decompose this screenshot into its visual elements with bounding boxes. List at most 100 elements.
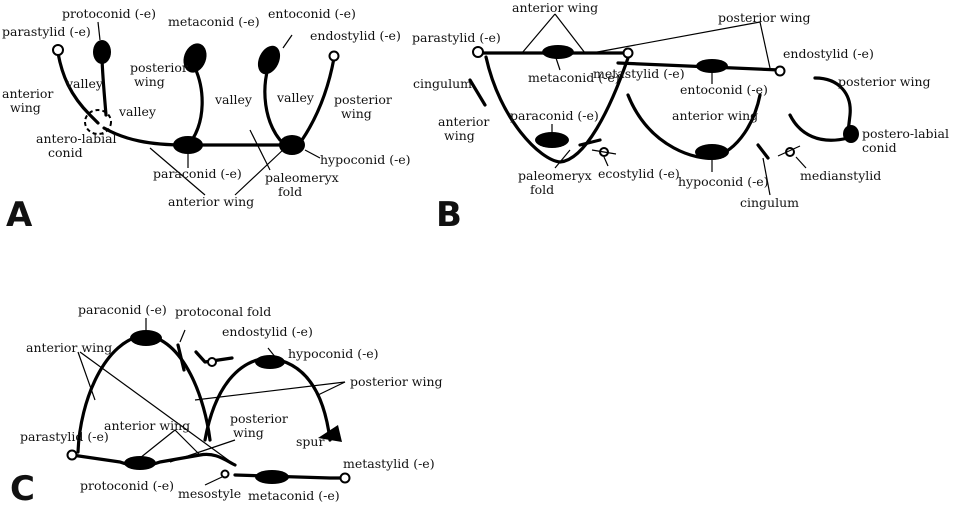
c-hypoconid-cusp	[255, 355, 285, 369]
b-parastylid-marker	[472, 46, 484, 58]
c-endostylid-marker	[207, 357, 217, 367]
b-leader-posterior-wing-1	[591, 21, 761, 54]
a-label-antero-labial-1: antero-labial	[36, 131, 117, 146]
a-label-valley-4: valley	[276, 90, 315, 105]
b-label-anterior-wing-top: anterior wing	[512, 0, 598, 15]
b-label-medianstylid: medianstylid	[800, 168, 881, 183]
b-paleomeryx-fold	[578, 138, 602, 147]
a-label-valley-2: valley	[118, 104, 157, 119]
b-crest-right-arc	[788, 113, 850, 142]
c-metastylid-marker	[339, 472, 351, 484]
c-leader-protoconal	[179, 329, 186, 343]
c-mesostyle-marker	[220, 469, 230, 479]
b-medianstylid-stroke	[777, 145, 801, 157]
b-entoconid-cusp	[696, 59, 728, 73]
a-crest-endostylid	[300, 56, 336, 142]
b-crest-postero-labial	[813, 76, 852, 134]
c-label-metastylid: metastylid (-e)	[343, 456, 435, 471]
a-label-protoconid: protoconid (-e)	[62, 6, 156, 21]
c-metaconid-cusp	[255, 470, 289, 484]
c-leader-posterior-wing-1	[317, 381, 346, 396]
c-label-paraconid: paraconid (-e)	[78, 302, 167, 317]
b-label-paraconid: paraconid (-e)	[510, 108, 599, 123]
b-label-posterior-wing-right: posterior wing	[838, 74, 931, 89]
b-label-postero-labial-1: postero-labial	[862, 126, 949, 141]
panel-a: parastylid (-e) protoconid (-e) metaconi…	[2, 6, 411, 235]
c-leader-anterior-wing-1	[77, 351, 96, 401]
c-paraconid-cusp	[130, 330, 162, 346]
a-label-paraconid: paraconid (-e)	[153, 166, 242, 181]
b-label-cingulum-1: cingulum	[413, 76, 472, 91]
a-entoconid-cusp	[257, 45, 281, 75]
b-label-posterior-wing-top: posterior wing	[718, 10, 811, 25]
panel-letter-a: A	[6, 195, 33, 235]
c-leader-posterior-wing-2	[194, 381, 346, 401]
b-label-cingulum-2: cingulum	[740, 195, 799, 210]
b-label-parastylid: parastylid (-e)	[412, 30, 501, 45]
c-label-posterior-wing-1: posterior wing	[350, 374, 443, 389]
b-leader-medianstylid	[795, 156, 807, 169]
a-crest-parastylid	[56, 51, 100, 125]
a-label-metaconid: metaconid (-e)	[168, 14, 260, 29]
b-leader-ecostylid	[603, 156, 609, 167]
b-label-anterior-wing-left-1: anterior	[438, 114, 489, 129]
a-leader-anterior-wing-1	[149, 147, 206, 196]
a-label-antero-labial-2: conid	[48, 145, 83, 160]
c-label-anterior-wing-2: anterior wing	[104, 418, 190, 433]
b-leader-anterior-wing-2	[554, 13, 586, 54]
b-label-hypoconid: hypoconid (-e)	[678, 174, 769, 189]
a-label-endostylid: endostylid (-e)	[310, 28, 401, 43]
c-leader-posterior-wing-3	[169, 439, 236, 463]
c-crest-protoconal-fold	[176, 343, 186, 372]
a-label-posterior-wing-2b: wing	[341, 106, 372, 121]
a-label-valley-3: valley	[214, 92, 253, 107]
b-hypoconid-cusp	[695, 144, 729, 160]
a-crest-entoconid	[263, 66, 282, 142]
b-label-ecostylid: ecostylid (-e)	[598, 166, 680, 181]
b-leader-cingulum	[762, 157, 771, 196]
a-metaconid-cusp	[183, 43, 207, 73]
a-leader-paleomeryx	[249, 129, 271, 171]
b-label-paleomeryx-2: fold	[530, 182, 554, 197]
b-leader-anterior-wing-1	[521, 13, 556, 54]
a-label-posterior-wing-2a: posterior	[334, 92, 392, 107]
c-label-posterior-wing-2b: wing	[233, 425, 264, 440]
c-leader-anterior-wing-2	[79, 351, 236, 466]
b-label-paleomeryx-1: paleomeryx	[518, 168, 592, 183]
c-leader-anterior-wing-4	[174, 429, 201, 456]
b-leader-metaconid	[555, 57, 561, 71]
b-metastylid-marker	[622, 47, 634, 59]
b-label-entoconid: entoconid (-e)	[680, 82, 768, 97]
c-leader-mesostyle	[204, 476, 223, 486]
b-cingulum-left	[468, 78, 487, 107]
b-label-endostylid: endostylid (-e)	[783, 46, 874, 61]
b-cingulum-right	[756, 143, 770, 160]
a-label-anterior-wing-2: wing	[10, 100, 41, 115]
a-label-entoconid: entoconid (-e)	[268, 6, 356, 21]
b-leader-posterior-wing-2	[759, 21, 771, 69]
c-protoconid-cusp	[124, 456, 156, 470]
c-spur-marker	[318, 425, 342, 442]
b-endostylid-marker	[774, 65, 786, 77]
a-paraconid-cusp	[173, 136, 203, 154]
a-label-paleomeryx-2: fold	[278, 184, 302, 199]
c-parastylid-marker	[66, 449, 78, 461]
a-label-parastylid: parastylid (-e)	[2, 24, 91, 39]
a-crest-metaconid	[190, 66, 204, 142]
b-ecostylid-stroke	[591, 149, 617, 155]
a-leader-hypoconid	[304, 149, 321, 159]
a-label-anterior-wing: anterior wing	[168, 194, 254, 209]
a-leader-anterior-wing-2	[234, 147, 286, 196]
antero-labial-conid-marker	[84, 109, 112, 135]
b-leader-paleomeryx	[554, 149, 571, 169]
b-label-postero-labial-2: conid	[862, 140, 897, 155]
c-label-metaconid: metaconid (-e)	[248, 488, 340, 503]
c-label-spur: spur	[296, 434, 324, 449]
c-label-posterior-wing-2a: posterior	[230, 411, 288, 426]
a-leader-protoconid	[97, 21, 101, 41]
c-leader-hypoconid	[267, 347, 277, 359]
panel-b: anterior wing posterior wing parastylid …	[412, 0, 949, 235]
a-leader-entoconid	[282, 34, 293, 49]
c-crest-right-arch	[203, 356, 332, 442]
